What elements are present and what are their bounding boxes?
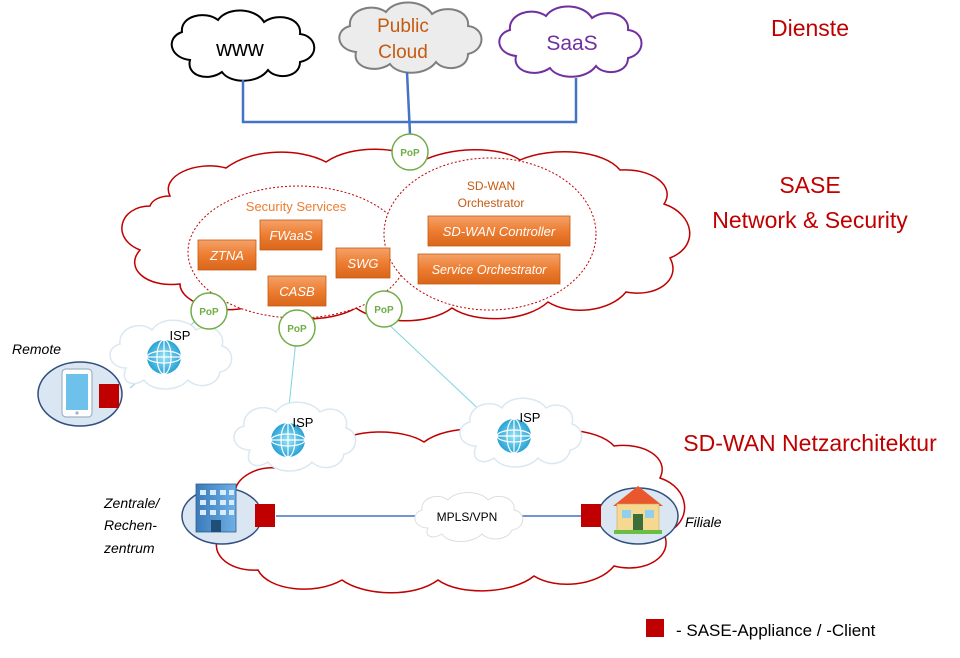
orchestrator-title-2: Orchestrator <box>458 196 525 210</box>
service-orchestrator-label: Service Orchestrator <box>432 263 547 277</box>
sdwan-title: SD-WAN Netzarchitektur <box>683 430 937 456</box>
sase-client-marker <box>99 384 119 408</box>
legend: - SASE-Appliance / -Client <box>646 619 876 640</box>
casb-box: CASB <box>267 275 327 307</box>
zentrale-label-3: zentrum <box>103 540 155 556</box>
remote-site <box>37 361 123 427</box>
sase-appliance-marker <box>581 504 601 527</box>
globe-icon <box>146 339 182 375</box>
house-icon <box>613 486 663 534</box>
pop-label: PoP <box>400 148 420 159</box>
dienste-title: Dienste <box>771 15 849 41</box>
filiale-site <box>581 486 679 545</box>
www-cloud <box>170 9 316 82</box>
isp-label: ISP <box>170 328 191 343</box>
remote-label: Remote <box>12 341 61 357</box>
isp-label: ISP <box>293 415 314 430</box>
security-services-title: Security Services <box>246 199 347 214</box>
casb-label: CASB <box>279 284 315 299</box>
saas-cloud <box>498 5 643 78</box>
globe-icon <box>496 418 532 454</box>
sdwan-controller-box: SD-WAN Controller <box>427 215 571 247</box>
mpls-label: MPLS/VPN <box>437 510 498 524</box>
ztna-box: ZTNA <box>197 239 257 271</box>
swg-label: SWG <box>347 256 378 271</box>
sase-title-1: SASE <box>779 172 840 198</box>
filiale-label: Filiale <box>685 514 722 530</box>
service-bus <box>241 71 578 135</box>
fwaas-label: FWaaS <box>269 228 312 243</box>
pop-node-right: PoP <box>365 290 403 328</box>
service-orchestrator-box: Service Orchestrator <box>417 253 561 285</box>
isp-label: ISP <box>520 410 541 425</box>
zentrale-label-1: Zentrale/ <box>103 495 161 511</box>
swg-box: SWG <box>335 247 391 279</box>
zentrale-site <box>181 483 275 545</box>
pop-node-top: PoP <box>391 133 429 171</box>
www-label: www <box>215 36 264 61</box>
ztna-label: ZTNA <box>209 248 244 263</box>
pop-node-center: PoP <box>278 309 316 347</box>
pop-label: PoP <box>287 324 307 335</box>
public-cloud-label-2: Cloud <box>378 42 428 63</box>
public-cloud-label-1: Public <box>377 16 429 37</box>
orchestrator-title-1: SD-WAN <box>467 179 515 193</box>
public-cloud-cloud <box>338 1 483 74</box>
sase-appliance-marker <box>255 504 275 527</box>
zentrale-label-2: Rechen- <box>104 517 157 533</box>
legend-swatch <box>646 619 664 637</box>
saas-label: SaaS <box>546 32 597 55</box>
pop-node-left: PoP <box>190 292 228 330</box>
tablet-icon <box>61 368 93 418</box>
sase-title-2: Network & Security <box>712 207 908 233</box>
mpls-cloud: MPLS/VPN <box>414 492 524 542</box>
pop-label: PoP <box>374 305 394 316</box>
office-building-icon <box>195 483 237 533</box>
globe-icon <box>270 422 306 458</box>
fwaas-box: FWaaS <box>259 219 323 251</box>
pop-label: PoP <box>199 307 219 318</box>
sdwan-controller-label: SD-WAN Controller <box>443 224 556 239</box>
legend-text: - SASE-Appliance / -Client <box>676 621 876 640</box>
